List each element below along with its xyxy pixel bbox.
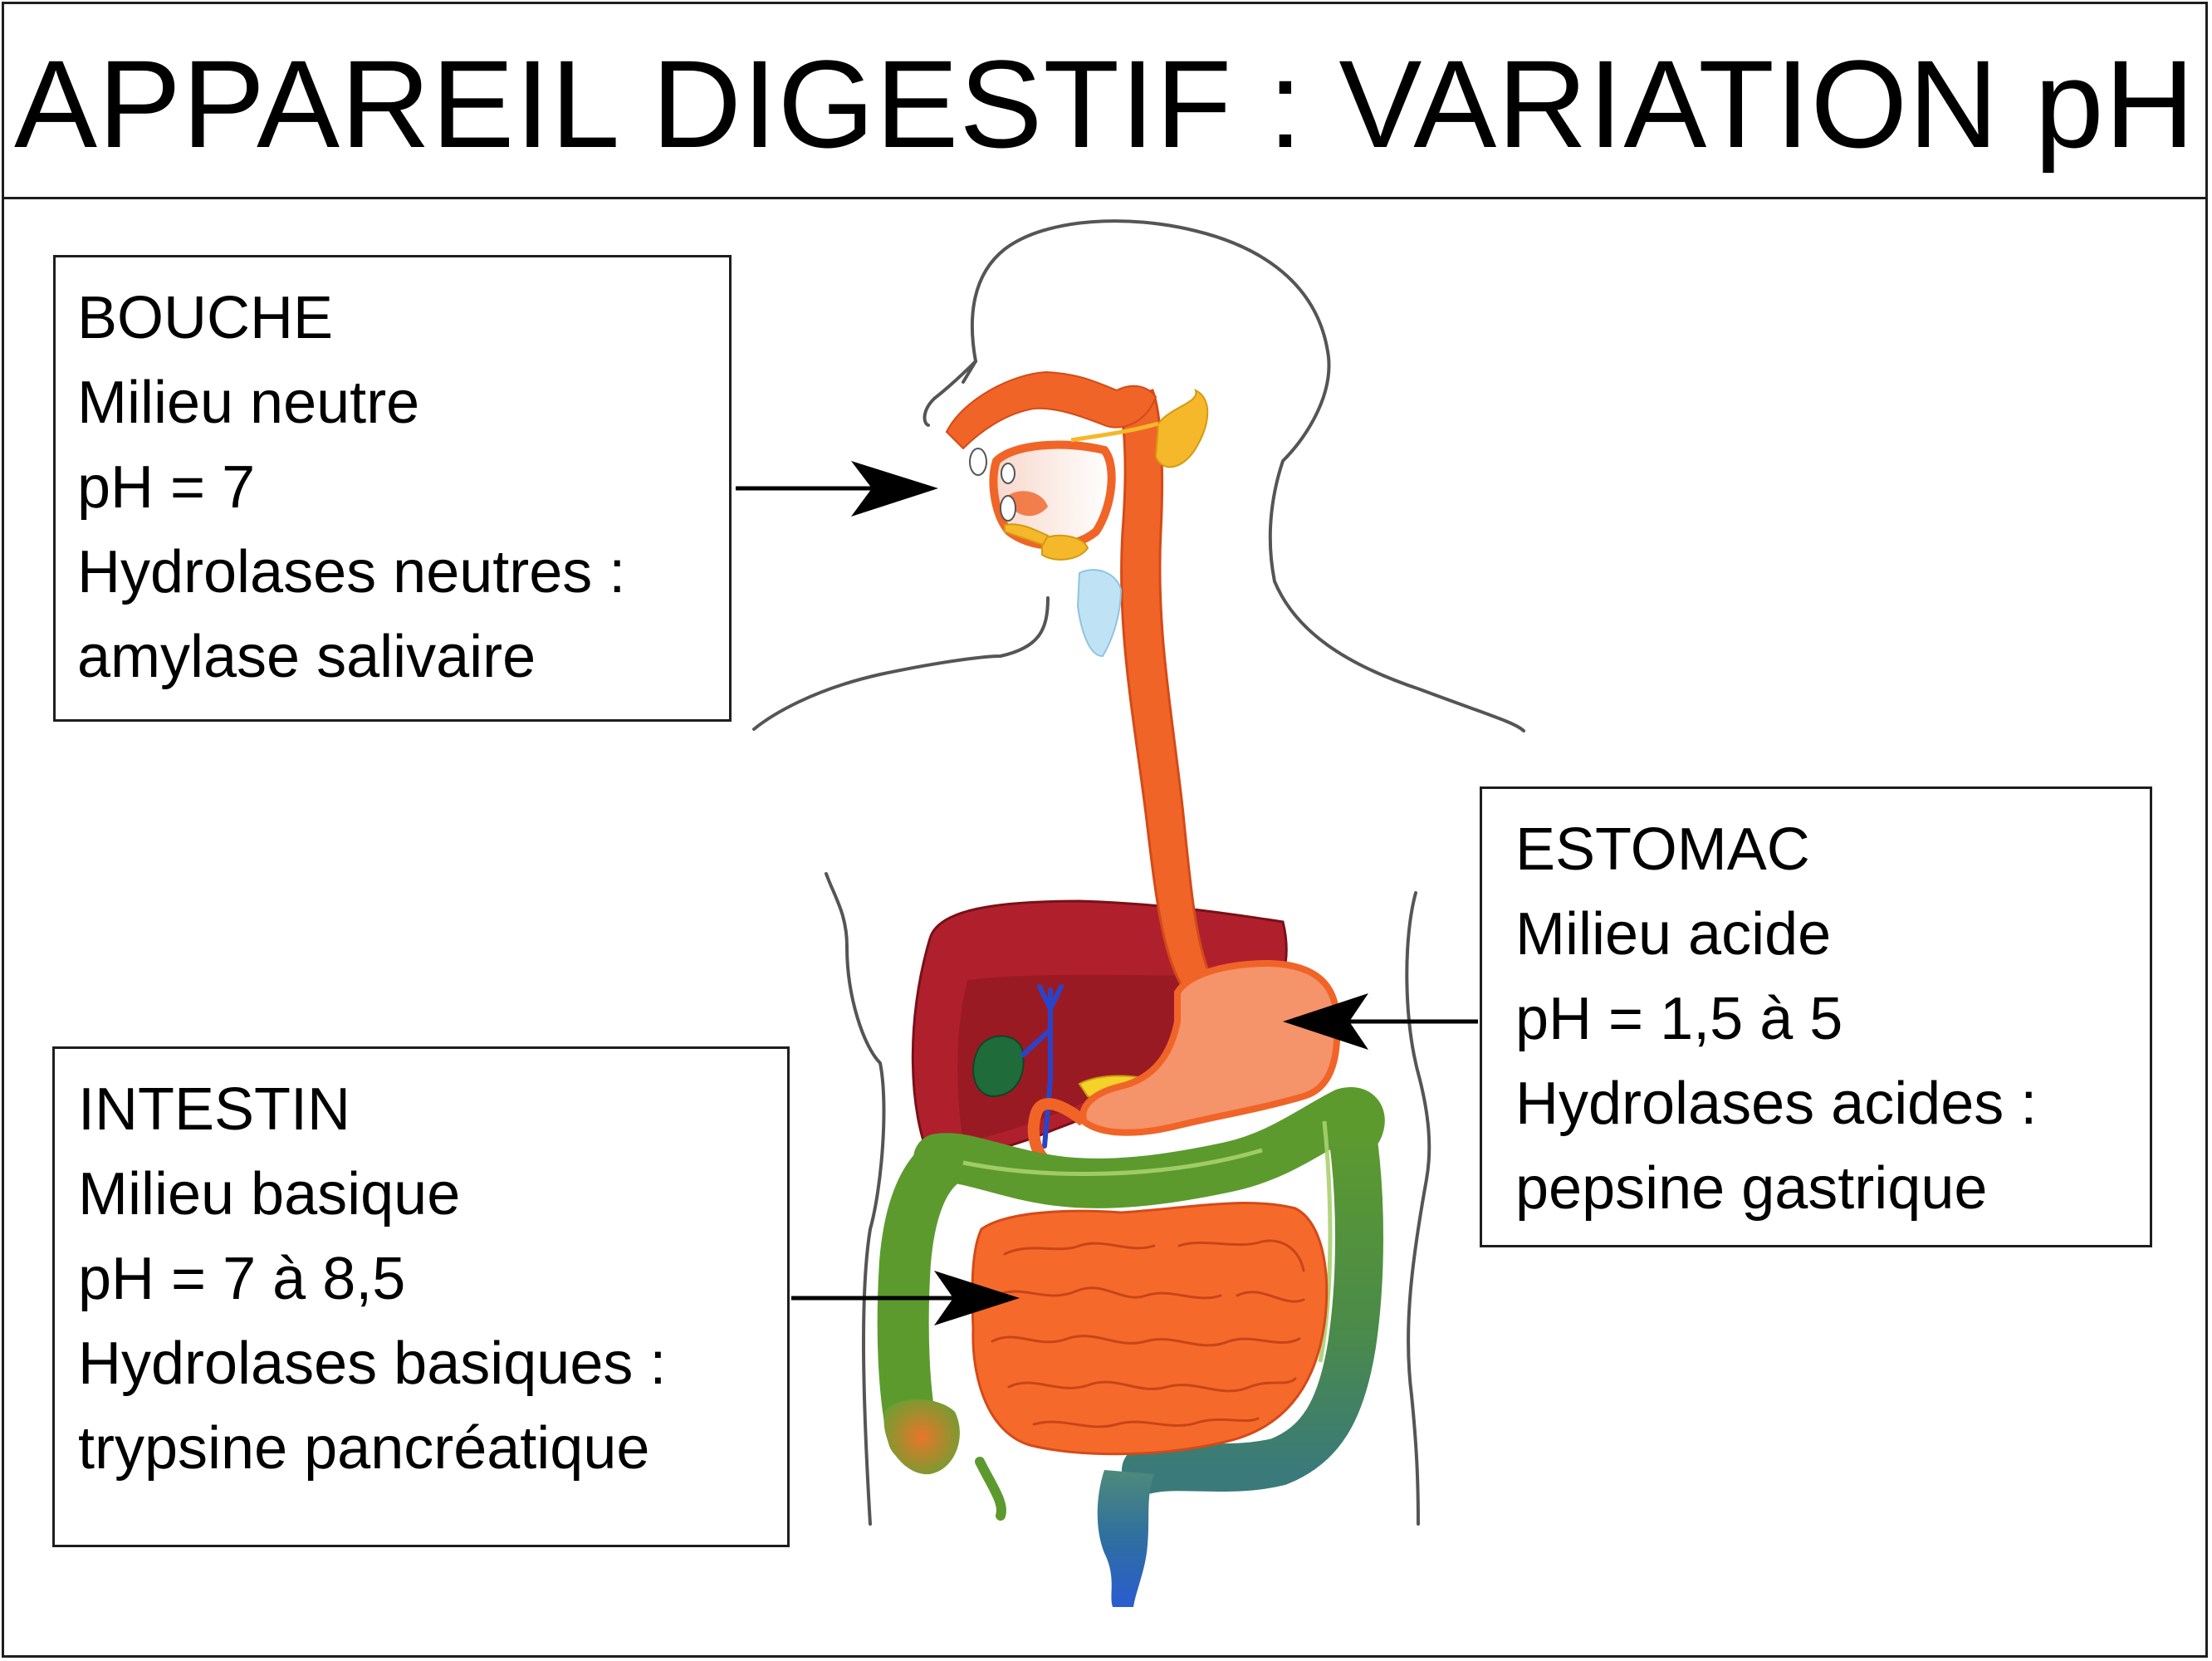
enzyme-estomac: pepsine gastrique xyxy=(1515,1155,1988,1222)
tooth xyxy=(1001,463,1015,484)
ph-intestin: pH = 7 à 8,5 xyxy=(78,1246,406,1312)
info-box-estomac: ESTOMAC Milieu acide pH = 1,5 à 5 Hydrol… xyxy=(1480,786,2152,1247)
gallbladder xyxy=(972,1035,1025,1098)
hydrolases-intestin: Hydrolases basiques : xyxy=(78,1330,667,1397)
milieu-intestin: Milieu basique xyxy=(78,1161,461,1227)
appendix xyxy=(975,1457,1006,1521)
lower-tooth xyxy=(1000,495,1016,522)
stomach xyxy=(1079,959,1341,1136)
arrow-estomac-head xyxy=(1283,993,1368,1050)
organ-name-estomac: ESTOMAC xyxy=(1515,816,1810,883)
milieu-estomac: Milieu acide xyxy=(1515,901,1832,968)
organ-name-bouche: BOUCHE xyxy=(77,285,334,351)
cecum xyxy=(883,1399,960,1475)
esophagus xyxy=(1114,389,1212,990)
arrow-bouche-head xyxy=(851,461,938,517)
small-intestine-folds xyxy=(991,1239,1305,1428)
upper-tooth xyxy=(969,448,987,476)
liver-shadow xyxy=(957,974,1245,1142)
arrow-intestin-head xyxy=(934,1271,1020,1325)
salivary-glands xyxy=(1004,389,1209,561)
info-box-bouche: BOUCHE Milieu neutre pH = 7 Hydrolases n… xyxy=(53,255,732,722)
ph-bouche: pH = 7 xyxy=(77,454,256,521)
milieu-bouche: Milieu neutre xyxy=(77,370,420,436)
colon-highlight xyxy=(962,1120,1333,1363)
colon-descending xyxy=(1122,1105,1383,1494)
colon-ascending xyxy=(877,1137,968,1463)
oral-cavity xyxy=(989,440,1116,550)
trachea xyxy=(1076,569,1123,658)
enzyme-bouche: amylase salivaire xyxy=(77,624,536,690)
organ-name-intestin: INTESTIN xyxy=(78,1076,351,1143)
info-box-intestin: INTESTIN Milieu basique pH = 7 à 8,5 Hyd… xyxy=(52,1046,790,1547)
page-title: APPAREIL DIGESTIF : VARIATION pH xyxy=(14,34,2195,174)
ph-estomac: pH = 1,5 à 5 xyxy=(1515,986,1843,1052)
enzyme-intestin: trypsine pancréatique xyxy=(78,1415,650,1482)
hydrolases-estomac: Hydrolases acides : xyxy=(1515,1071,2038,1137)
bile-duct xyxy=(1020,984,1064,1149)
duodenum xyxy=(1027,1098,1088,1168)
palate xyxy=(945,370,1157,450)
body-outline xyxy=(752,219,1525,1526)
arrows xyxy=(736,461,1478,1325)
title-bar: APPAREIL DIGESTIF : VARIATION pH xyxy=(2,2,2208,199)
rectum xyxy=(1097,1470,1154,1607)
hydrolases-bouche: Hydrolases neutres : xyxy=(77,539,626,605)
